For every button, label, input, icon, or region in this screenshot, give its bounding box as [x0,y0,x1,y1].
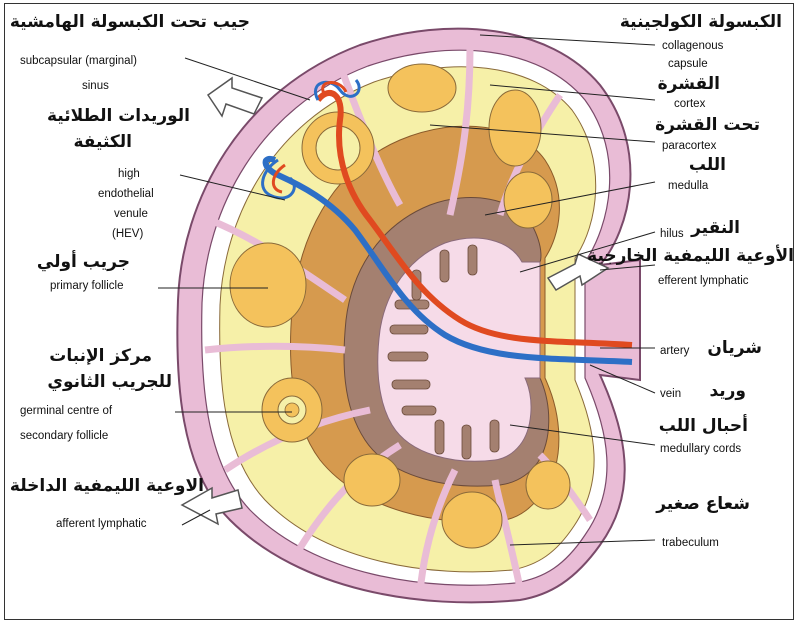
germinal-centre-label-ar-2: للجريب الثانوي [47,374,172,392]
hev-label-en-2: endothelial [98,188,154,200]
capsule-label-ar: الكبسولة الكولجينية [620,14,782,32]
subcapsular-sinus-label-en-1: subcapsular (marginal) [20,55,137,67]
artery-label-en: artery [660,345,689,357]
vein-label-en: vein [660,388,681,400]
primary-follicle [230,243,306,327]
trabeculum-label-en: trabeculum [662,537,719,549]
hev-label-en-3: venule [114,208,148,220]
medulla-label-ar: اللب [689,157,726,175]
medullary-cords-label-en: medullary cords [660,443,741,455]
hev-label-en-1: high [118,168,140,180]
germinal-centre-label-en-1: germinal centre of [20,405,112,417]
paracortex-label-en: paracortex [662,140,716,152]
hev-label-ar-2: الكثيفة [73,134,132,152]
hev-label-ar-1: الوريدات الطلائية [47,108,190,126]
artery-label-ar: شريان [707,340,762,358]
cortex-label-ar: القشرة [658,76,720,94]
hilus-label-ar: النقير [691,220,740,238]
afferent-lymphatic-label-en: afferent lymphatic [56,518,147,530]
subcapsular-sinus-label-ar: جيب تحت الكبسولة الهامشية [10,14,250,32]
cortex-label-en: cortex [674,98,705,110]
paracortex-label-ar: تحت القشرة [655,117,760,135]
afferent-lymphatic-label-ar: الاوعية الليمفية الداخلة [10,478,204,496]
efferent-lymphatic-label-ar: الأوعية الليمفية الخارجية [587,248,794,266]
primary-follicle-label-ar: جريب أولي [37,254,130,272]
trabeculum-label-ar: شعاع صغير [656,496,750,514]
efferent-lymphatic-label-en: efferent lymphatic [658,275,749,287]
medulla-label-en: medulla [668,180,708,192]
capsule-label-en-1: collagenous [662,40,723,52]
primary-follicle-label-en: primary follicle [50,280,124,292]
hev-label-en-4: (HEV) [112,228,143,240]
vein-label-ar: وريد [709,383,746,401]
hilus-label-en: hilus [660,228,684,240]
germinal-centre-label-ar-1: مركز الإنبات [49,348,152,366]
subcapsular-sinus-label-en-2: sinus [82,80,109,92]
germinal-centre-label-en-2: secondary follicle [20,430,108,442]
capsule-label-en-2: capsule [668,58,708,70]
medullary-cords-label-ar: أحبال اللب [659,418,748,436]
